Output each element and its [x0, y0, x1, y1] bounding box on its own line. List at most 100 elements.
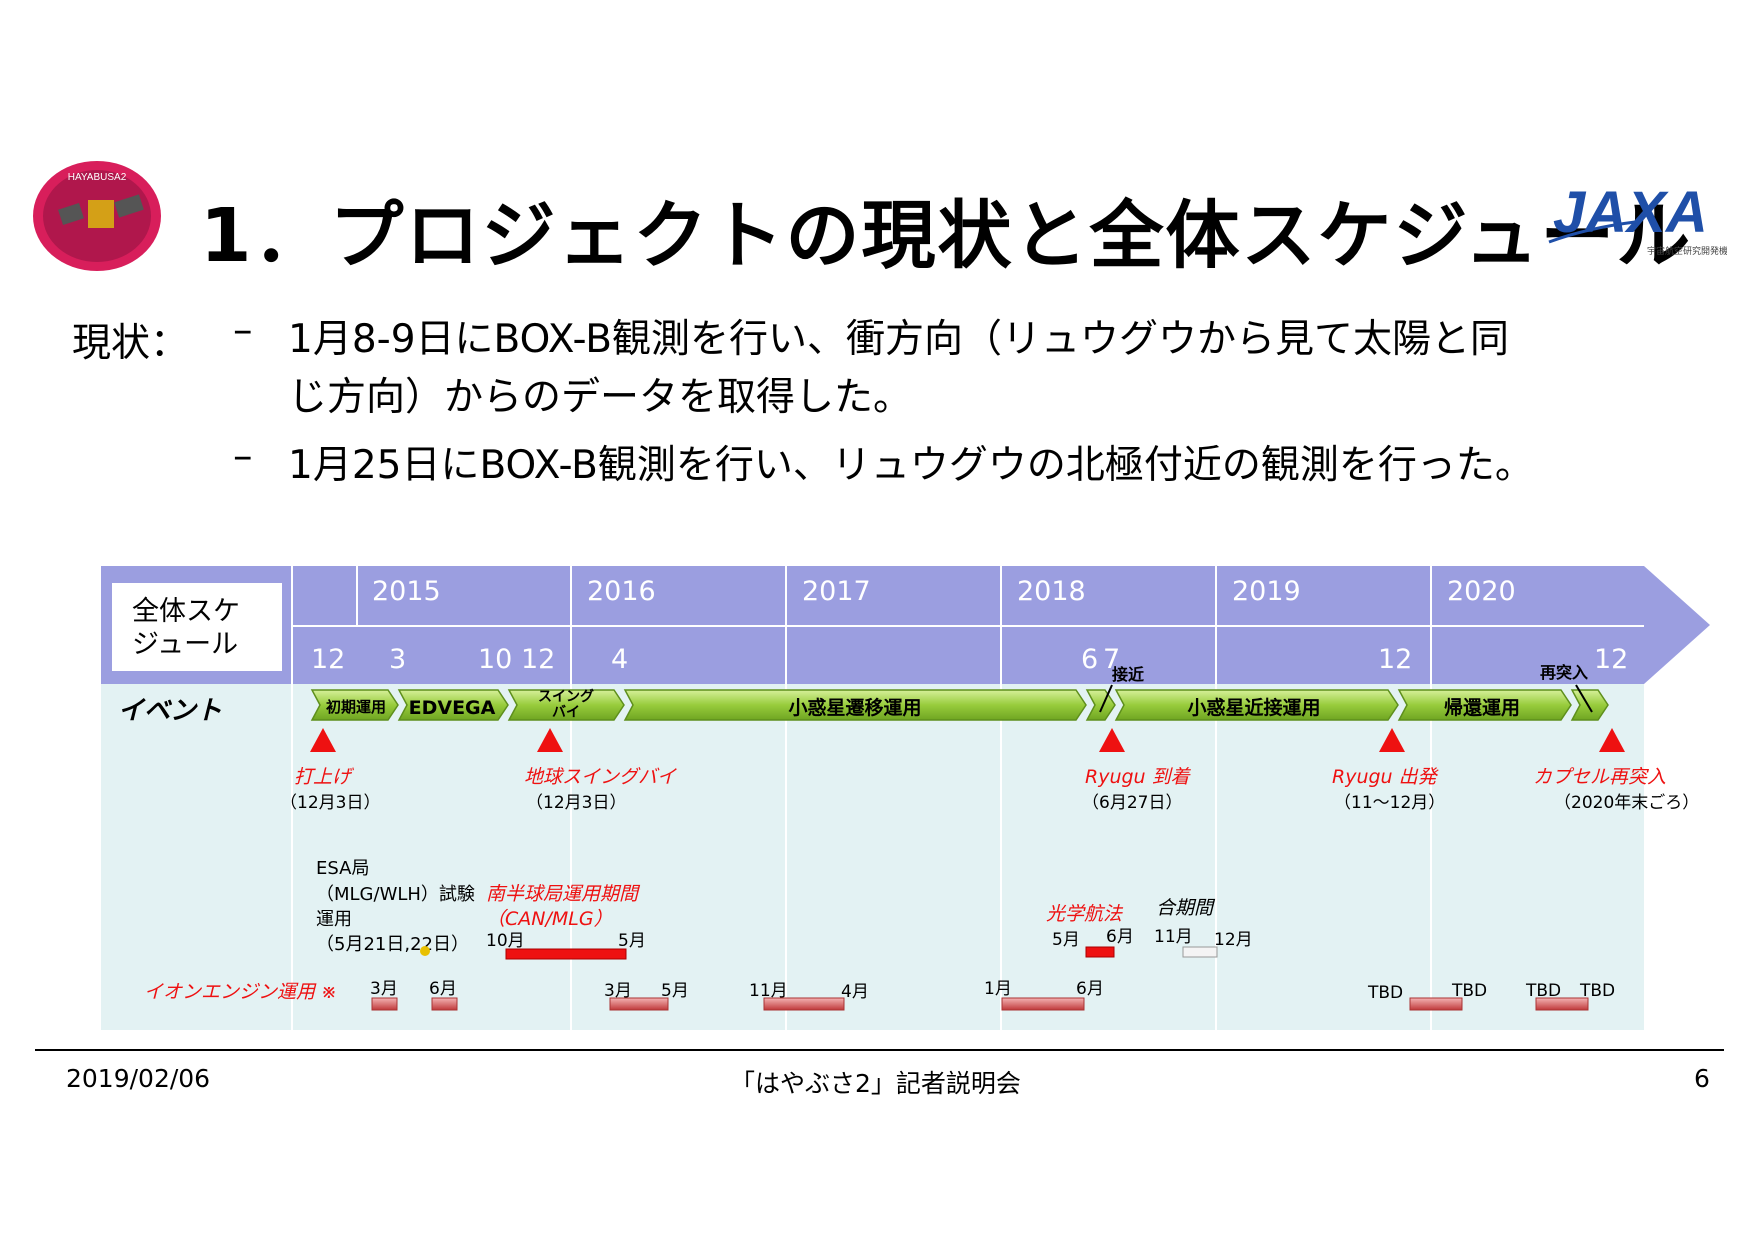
- footer-title: 「はやぶさ2」記者説明会: [730, 1069, 1021, 1098]
- phase-label: 帰還運用: [1444, 697, 1520, 719]
- year-label: 2015: [372, 576, 441, 607]
- phase-bar-reentry: [1570, 689, 1609, 721]
- milestone-name: Ryugu 到着: [1085, 766, 1192, 788]
- bullet-1-line-1: 1月8-9日にBOX-B観測を行い、衝方向（リュウグウから見て太陽と同: [288, 317, 1509, 362]
- phase-bar-transfer: [623, 689, 1087, 721]
- month-label: 12: [1594, 644, 1628, 675]
- month-label: 12: [1378, 644, 1412, 675]
- milestone-marker-launch: [310, 728, 336, 752]
- ion-engine-bar: [1001, 997, 1085, 1011]
- phase-label: 初期運用: [326, 698, 386, 716]
- phase-bar-swingby: [507, 689, 625, 721]
- ion-engine-bound: 11月: [749, 981, 788, 1001]
- ion-engine-bar: [1409, 997, 1463, 1011]
- ion-engine-label: イオンエンジン運用 ※: [144, 981, 337, 1003]
- southern-station-start: 10月: [486, 931, 525, 951]
- milestone-marker-arrival: [1099, 728, 1125, 752]
- phase-label: 小惑星遷移運用: [788, 696, 921, 719]
- footer-date: 2019/02/06: [66, 1064, 211, 1093]
- phase-label: スイングバイ: [538, 688, 594, 720]
- southern-station-end: 5月: [618, 931, 646, 951]
- optical-nav-start: 5月: [1052, 930, 1080, 950]
- milestone-date: （2020年末ごろ）: [1554, 793, 1699, 813]
- event-panel-background: [101, 684, 1644, 1030]
- ion-engine-bound: TBD: [1367, 983, 1403, 1003]
- ion-engine-bar: [1535, 997, 1589, 1011]
- bullet-2-line-1: 1月25日にBOX-B観測を行い、リュウグウの北極付近の観測を行った。: [288, 443, 1534, 488]
- schedule-label-box: [112, 583, 282, 671]
- milestone-marker-departure: [1379, 728, 1405, 752]
- conjunction-bar: [1182, 946, 1218, 958]
- milestone-date: （6月27日）: [1082, 793, 1182, 813]
- milestone-marker-swingby: [537, 728, 563, 752]
- milestone-date: （12月3日）: [280, 793, 380, 813]
- ion-engine-bound: 3月: [604, 981, 632, 1001]
- month-label: 10: [478, 644, 512, 675]
- month-label: 6: [1081, 644, 1098, 675]
- conjunction-start: 11月: [1154, 927, 1193, 947]
- logo-text: HAYABUSA2: [68, 172, 127, 183]
- month-label: 7: [1103, 644, 1120, 675]
- milestone-date: （11～12月）: [1334, 793, 1445, 813]
- esa-test-marker: [420, 946, 430, 956]
- year-label: 2018: [1017, 576, 1086, 607]
- footer-divider: [35, 1049, 1724, 1051]
- milestone-name: Ryugu 出発: [1332, 766, 1440, 788]
- ion-engine-bound: TBD: [1579, 981, 1615, 1001]
- milestone-date: （12月3日）: [526, 793, 626, 813]
- status-label: 現状：: [72, 321, 190, 366]
- bullet-1-line-2: じ方向）からのデータを取得した。: [288, 375, 913, 420]
- page-number: 6: [1694, 1064, 1710, 1093]
- ion-engine-bound: 6月: [429, 979, 457, 999]
- phase-bar-approach: [1085, 689, 1116, 721]
- year-label: 2016: [587, 576, 656, 607]
- jaxa-logo-subtitle: 宇宙航空研究開発機構: [1647, 245, 1727, 256]
- conjunction-end: 12月: [1214, 930, 1253, 950]
- phase-label: 小惑星近接運用: [1187, 696, 1320, 719]
- phase-bar-initial-ops: [310, 689, 399, 721]
- phase-bar-edvega: [397, 689, 509, 721]
- month-label: 3: [389, 644, 406, 675]
- esa-note-line: 運用: [316, 909, 352, 930]
- conjunction-label: 合期間: [1156, 897, 1216, 919]
- bullet-dash-2: –: [233, 434, 253, 479]
- milestone-name: カプセル再突入: [1533, 766, 1666, 788]
- ion-engine-bar: [371, 997, 398, 1011]
- phase-bar-proximity: [1114, 689, 1399, 721]
- jaxa-logo-icon: JAXA 宇宙航空研究開発機構: [1548, 180, 1727, 256]
- year-label: 2020: [1447, 576, 1516, 607]
- southern-station-label: 南半球局運用期間: [486, 883, 641, 905]
- optical-nav-end: 6月: [1106, 927, 1134, 947]
- phase-annotation-approach: 接近: [1112, 665, 1144, 684]
- year-label: 2019: [1232, 576, 1301, 607]
- milestone-name: 打上げ: [294, 766, 354, 788]
- esa-note-line: （MLG/WLH）試験: [316, 884, 475, 905]
- phase-label: EDVEGA: [409, 697, 496, 719]
- month-label: 4: [611, 644, 628, 675]
- milestone-marker-reentry: [1599, 728, 1625, 752]
- ion-engine-bound: TBD: [1451, 981, 1487, 1001]
- optical-nav-label: 光学航法: [1046, 903, 1124, 925]
- hayabusa2-mission-logo-icon: HAYABUSA2: [33, 161, 161, 271]
- milestone-name: 地球スイングバイ: [524, 766, 677, 788]
- phase-annotation-reentry: 再突入: [1540, 663, 1588, 682]
- ion-engine-bound: 1月: [984, 979, 1012, 999]
- ion-engine-bound: 5月: [661, 981, 689, 1001]
- page-title: 1．プロジェクトの現状と全体スケジュール: [200, 193, 1693, 279]
- event-row-label: イベント: [118, 696, 222, 726]
- southern-station-label: （CAN/MLG）: [486, 908, 613, 930]
- southern-station-bar: [505, 948, 627, 960]
- esa-note-line: （5月21日,22日）: [316, 934, 469, 955]
- esa-note-line: ESA局: [316, 858, 369, 879]
- phase-bar-return: [1397, 689, 1572, 721]
- ion-engine-bound: TBD: [1525, 981, 1561, 1001]
- schedule-label-line-2: ジュール: [132, 629, 238, 660]
- bullet-dash-1: –: [233, 308, 253, 353]
- schedule-label-line-1: 全体スケ: [132, 596, 240, 627]
- ion-engine-bar: [763, 997, 845, 1011]
- year-label: 2017: [802, 576, 871, 607]
- ion-engine-bar: [431, 997, 458, 1011]
- optical-nav-bar: [1085, 946, 1115, 958]
- ion-engine-bound: 4月: [841, 982, 869, 1002]
